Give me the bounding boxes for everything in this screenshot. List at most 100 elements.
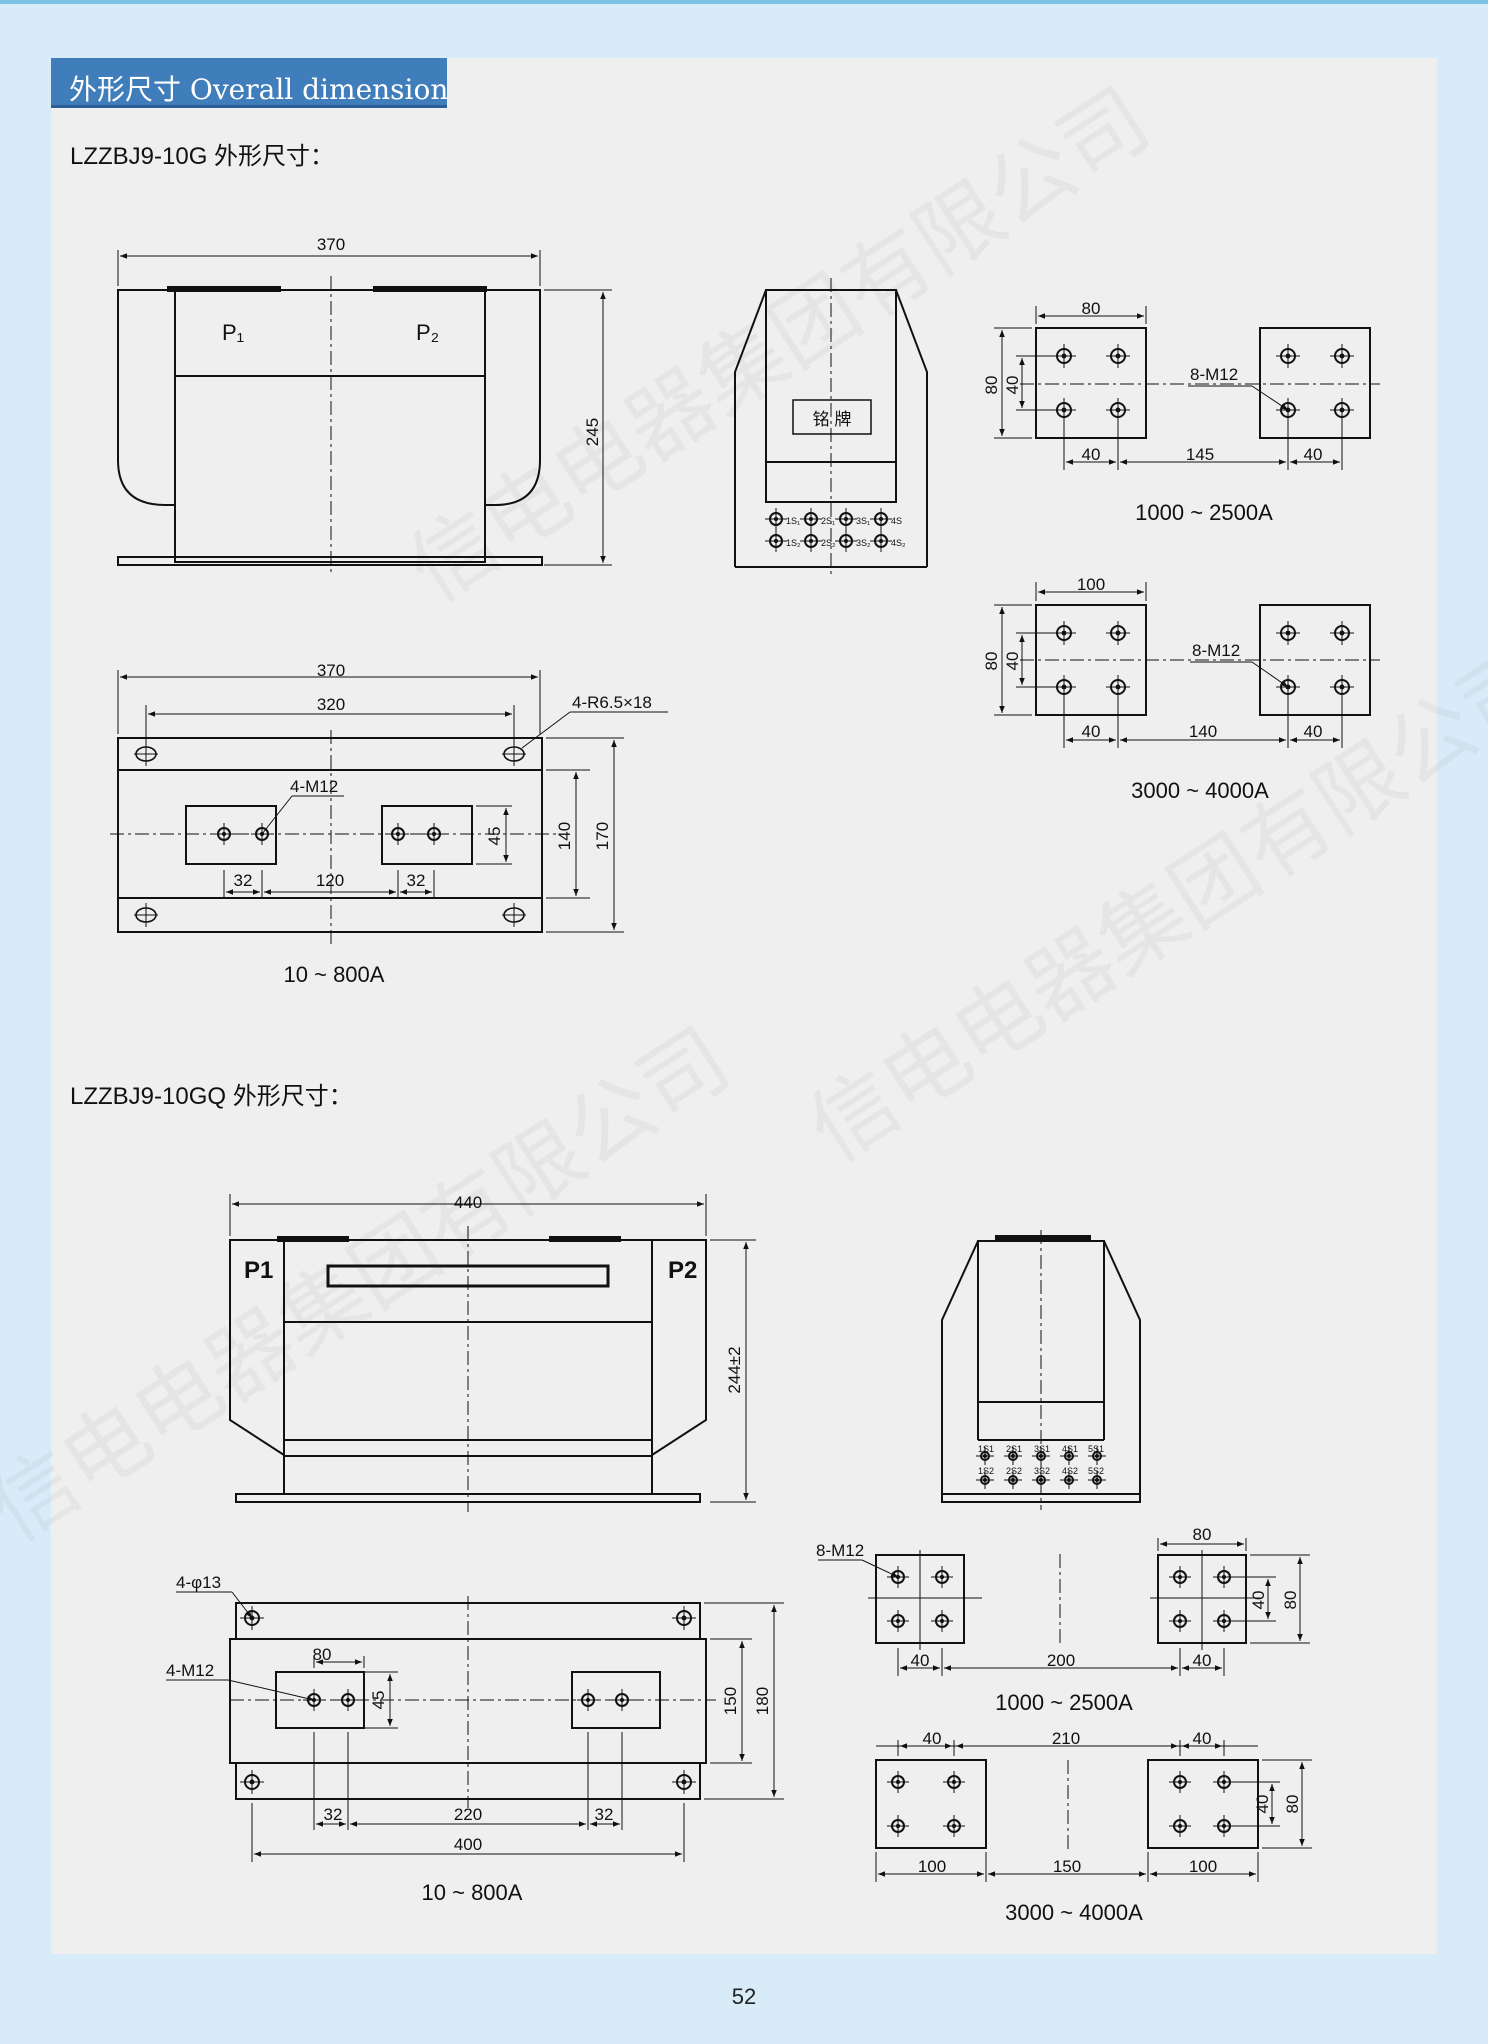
model-a-plan-view: [110, 670, 668, 944]
dim-a-front-height: 245: [583, 418, 602, 446]
dim-a-bus2-hole-v: 40: [1003, 652, 1022, 671]
dim-a-bus2-x1: 40: [1082, 722, 1101, 741]
bolt-hole-icon: [870, 508, 892, 530]
bolt-hole-icon: [976, 1447, 994, 1465]
dim-b-front-height: 244±2: [725, 1346, 744, 1393]
dim-a-bus2-x3: 40: [1304, 722, 1323, 741]
terminal-label: 1S1: [978, 1444, 994, 1454]
bolt-hole-icon: [303, 1689, 325, 1711]
bolt-hole-icon: [240, 1606, 264, 1630]
dim-b-bus2-b3: 100: [1189, 1857, 1217, 1876]
dim-a-bolt: 4-M12: [290, 777, 338, 796]
dim-b-gap-right: 32: [595, 1805, 614, 1824]
terminal-label: 3S₁: [856, 516, 870, 526]
dim-a-outer-h: 170: [593, 822, 612, 850]
terminal-label: 4S2: [1062, 1466, 1078, 1476]
bolt-hole-icon: [1276, 675, 1300, 699]
dim-a-bus1-hole-v: 40: [1003, 376, 1022, 395]
dim-b-bus2-b2: 150: [1053, 1857, 1081, 1876]
bolt-hole-icon: [1276, 344, 1300, 368]
bolt-hole-icon: [1169, 1566, 1191, 1588]
nameplate-label: 铭 牌: [813, 410, 852, 429]
bolt-hole-icon: [1106, 675, 1130, 699]
dim-a-inner-h: 140: [555, 822, 574, 850]
terminal-label: 4S₂: [891, 538, 906, 548]
dim-a-hole-pitch: 320: [317, 695, 345, 714]
terminal-p1-label: P₁: [222, 320, 244, 345]
bolt-hole-icon: [943, 1815, 965, 1837]
dim-b-bus1-x1: 40: [911, 1651, 930, 1670]
bolt-hole-icon: [1169, 1815, 1191, 1837]
dim-b-bus2-top2: 210: [1052, 1729, 1080, 1748]
dim-a-gap-right: 32: [407, 871, 426, 890]
terminal-label: 1S₂: [786, 538, 801, 548]
dim-b-bus2-top1: 40: [923, 1729, 942, 1748]
bolt-hole-icon: [1169, 1610, 1191, 1632]
bolt-hole-icon: [765, 508, 787, 530]
bolt-hole-icon: [213, 823, 235, 845]
bolt-hole-icon: [1004, 1471, 1022, 1489]
model-a-front-view: [117, 250, 612, 575]
dim-a-bus1-x3: 40: [1304, 445, 1323, 464]
dim-b-hole: 4-φ13: [176, 1573, 221, 1592]
dim-b-bus2-top3: 40: [1193, 1729, 1212, 1748]
bolt-hole-icon: [1276, 398, 1300, 422]
dim-b-bus1-x3: 40: [1193, 1651, 1212, 1670]
dim-b-bus1-bolt: 8-M12: [816, 1541, 864, 1560]
model-b-title: LZZBJ9-10GQ 外形尺寸：: [70, 1083, 353, 1110]
bolt-holes: [134, 344, 1354, 1837]
terminal-label: 2S2: [1006, 1466, 1022, 1476]
dim-b-pad: 80: [313, 1645, 332, 1664]
bolt-hole-icon: [1088, 1471, 1106, 1489]
dim-b-bus1-pad: 80: [1193, 1525, 1212, 1544]
bolt-hole-icon: [672, 1770, 696, 1794]
model-b-busbar-1: [818, 1538, 1310, 1676]
bolt-hole-icon: [1106, 398, 1130, 422]
caption-b-bus1: 1000 ~ 2500A: [995, 1690, 1133, 1715]
dim-b-gap-left: 32: [324, 1805, 343, 1824]
terminal-label: 5S1: [1088, 1444, 1104, 1454]
bolt-hole-icon: [800, 508, 822, 530]
bolt-hole-icon: [800, 530, 822, 552]
dim-a-bus2-x2: 140: [1189, 722, 1217, 741]
bolt-hole-icon: [887, 1566, 909, 1588]
model-a-busbar-2: [994, 582, 1380, 748]
bolt-hole-icon: [240, 1770, 264, 1794]
model-b-plan-view: [166, 1591, 784, 1862]
caption-b-plan: 10 ~ 800A: [422, 1880, 523, 1905]
dim-b-inner-h: 150: [721, 1687, 740, 1715]
terminal-label: 3S₂: [856, 538, 871, 548]
bolt-hole-icon: [1004, 1447, 1022, 1465]
bolt-hole-icon: [1106, 621, 1130, 645]
caption-a-bus2: 3000 ~ 4000A: [1131, 778, 1269, 803]
dim-a-bus1-pad-h: 80: [982, 376, 1001, 395]
dim-b-gap-mid: 220: [454, 1805, 482, 1824]
bolt-hole-icon: [611, 1689, 633, 1711]
bolt-hole-icon: [387, 823, 409, 845]
bolt-hole-icon: [1276, 621, 1300, 645]
bolt-hole-icon: [1330, 344, 1354, 368]
dim-a-bus2-pad-h: 80: [982, 652, 1001, 671]
bolt-hole-icon: [1169, 1771, 1191, 1793]
bolt-hole-icon: [1060, 1471, 1078, 1489]
dim-b-bus2-pad-h: 80: [1283, 1795, 1302, 1814]
terminal-label: 1S2: [978, 1466, 994, 1476]
dim-a-bus1-bolt: 8-M12: [1190, 365, 1238, 384]
bolt-hole-icon: [337, 1689, 359, 1711]
dim-b-bus2-hole-v: 40: [1253, 1795, 1272, 1814]
dim-a-bus1-pad: 80: [1082, 299, 1101, 318]
dim-b-outer-h: 180: [753, 1687, 772, 1715]
terminal-label: 4S1: [1062, 1444, 1078, 1454]
caption-a-bus1: 1000 ~ 2500A: [1135, 500, 1273, 525]
dim-b-bus2-b1: 100: [918, 1857, 946, 1876]
terminal-label: 5S2: [1088, 1466, 1104, 1476]
terminal-label: 2S1: [1006, 1444, 1022, 1454]
dim-a-plan-outer: 370: [317, 661, 345, 680]
bolt-hole-icon: [1330, 621, 1354, 645]
bolt-hole-icon: [887, 1771, 909, 1793]
model-a-busbar-1: [994, 306, 1380, 470]
bolt-hole-icon: [931, 1566, 953, 1588]
bolt-hole-icon: [1330, 675, 1354, 699]
terminal-p2-label: P2: [668, 1257, 697, 1284]
model-b-front-view: [229, 1194, 756, 1512]
